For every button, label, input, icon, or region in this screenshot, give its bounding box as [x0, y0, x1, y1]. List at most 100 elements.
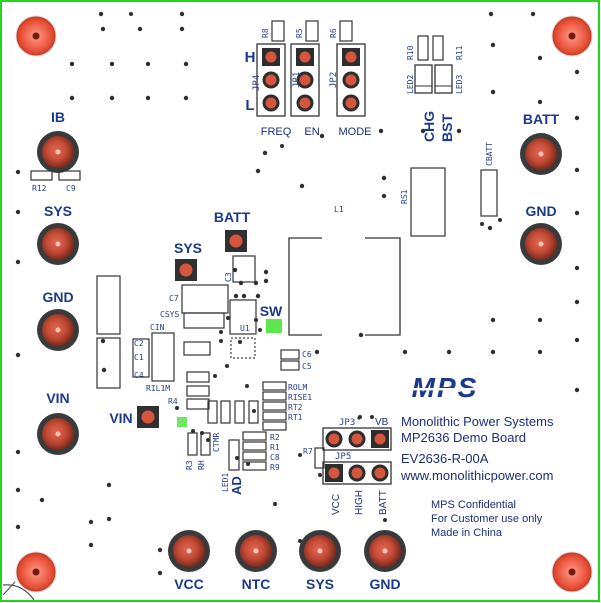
- label-ib: IB: [51, 109, 65, 125]
- label-gnd-right: GND: [525, 203, 556, 219]
- label-bst: BST: [439, 114, 455, 142]
- terminal-gnd-right[interactable]: [520, 223, 562, 265]
- terminal-batt-right[interactable]: [520, 133, 562, 175]
- website: www.monolithicpower.com: [400, 468, 553, 483]
- mounting-hole-bottom-left: [15, 551, 57, 593]
- svg-text:RISE1: RISE1: [288, 393, 312, 402]
- vias: [15, 11, 580, 576]
- svg-text:C5: C5: [302, 362, 312, 371]
- label-jp4: JP4: [252, 75, 262, 91]
- svg-text:C9: C9: [66, 184, 76, 193]
- label-batt-mid: BATT: [214, 209, 251, 225]
- u1-footprint: [230, 337, 256, 359]
- testpoint-sys[interactable]: [175, 259, 197, 281]
- label-vcc-jp5: VCC: [331, 494, 342, 515]
- svg-text:LED1: LED1: [221, 473, 230, 492]
- svg-text:CSYS: CSYS: [160, 310, 179, 319]
- svg-text:R8: R8: [261, 28, 270, 38]
- inductor-l1-outline: [288, 237, 401, 336]
- svg-text:R9: R9: [270, 463, 280, 472]
- svg-text:C7: C7: [169, 294, 179, 303]
- jumper-block-top: [256, 20, 366, 117]
- terminal-ib[interactable]: [37, 131, 79, 173]
- svg-text:CTMR: CTMR: [212, 433, 221, 452]
- terminal-gnd-bottom[interactable]: [364, 530, 406, 572]
- led-block-top: [414, 35, 453, 94]
- label-h: H: [245, 49, 256, 66]
- label-ad: AD: [229, 476, 244, 495]
- svg-text:C6: C6: [302, 350, 312, 359]
- label-sys-bottom: SYS: [306, 576, 334, 592]
- testpoint-vin[interactable]: [137, 406, 159, 428]
- svg-text:R7: R7: [303, 447, 313, 456]
- svg-text:RT1: RT1: [288, 413, 303, 422]
- svg-text:C1: C1: [134, 353, 144, 362]
- terminal-sys-left[interactable]: [37, 223, 79, 265]
- svg-text:R11: R11: [455, 45, 464, 60]
- label-freq: FREQ: [261, 126, 292, 138]
- mounting-hole-bottom-right: [551, 551, 593, 593]
- jp5-housing: [322, 461, 392, 485]
- svg-text:CBATT: CBATT: [485, 142, 494, 166]
- terminal-vin-left[interactable]: [37, 413, 79, 455]
- label-batt-jp5: BATT: [378, 490, 389, 515]
- label-vin-left: VIN: [46, 390, 69, 406]
- label-vin-mid: VIN: [109, 410, 132, 426]
- silkscreen-labels: IB SYS GND VIN BATT GND BATT SYS VIN SW …: [32, 28, 560, 592]
- svg-text:R3: R3: [185, 460, 194, 470]
- svg-text:RT2: RT2: [288, 403, 303, 412]
- terminal-sys-bottom[interactable]: [299, 530, 341, 572]
- svg-text:R5: R5: [295, 28, 304, 38]
- testpoint-batt[interactable]: [225, 230, 247, 252]
- mps-logo: MPS: [401, 372, 490, 403]
- terminal-gnd-left[interactable]: [37, 309, 79, 351]
- jp3-housing: [322, 427, 392, 451]
- svg-text:R10: R10: [406, 45, 415, 60]
- label-ntc-bottom: NTC: [242, 576, 271, 592]
- product-name: MP2636 Demo Board: [401, 430, 526, 445]
- svg-text:R1: R1: [270, 443, 280, 452]
- label-mode: MODE: [339, 126, 372, 138]
- company-name: Monolithic Power Systems: [401, 414, 554, 429]
- green-pad: [177, 417, 187, 427]
- svg-text:R12: R12: [32, 184, 47, 193]
- svg-text:ROLM: ROLM: [288, 383, 307, 392]
- mounting-hole-top-right: [551, 15, 593, 57]
- svg-text:R6: R6: [329, 28, 338, 38]
- svg-text:RH: RH: [197, 460, 206, 470]
- label-vb: VB: [375, 417, 389, 428]
- label-vcc-bottom: VCC: [174, 576, 204, 592]
- svg-text:C4: C4: [134, 371, 144, 380]
- mounting-hole-top-left: [15, 15, 57, 57]
- svg-text:LED2: LED2: [406, 75, 415, 94]
- label-sw: SW: [260, 303, 283, 319]
- svg-text:RS1: RS1: [400, 189, 409, 204]
- label-jp1: JP1: [292, 72, 302, 88]
- svg-text:R4: R4: [168, 397, 178, 406]
- label-jp2: JP2: [329, 72, 339, 88]
- corner-mark: [2, 584, 35, 601]
- terminal-vcc-bottom[interactable]: [168, 530, 210, 572]
- label-batt-right: BATT: [523, 111, 560, 127]
- notice-line-2: For Customer use only: [431, 513, 543, 525]
- notice-line-1: MPS Confidential: [431, 499, 516, 511]
- svg-text:L1: L1: [334, 205, 344, 214]
- svg-text:C3: C3: [224, 272, 233, 282]
- label-high: HIGH: [354, 490, 365, 515]
- testpoint-sw[interactable]: [266, 319, 282, 333]
- svg-text:C8: C8: [270, 453, 280, 462]
- svg-text:MPS: MPS: [412, 372, 479, 403]
- part-number: EV2636-R-00A: [401, 451, 489, 466]
- label-sys-left: SYS: [44, 203, 72, 219]
- svg-text:LED3: LED3: [455, 75, 464, 94]
- label-jp3: JP3: [339, 418, 355, 428]
- terminal-ntc-bottom[interactable]: [235, 530, 277, 572]
- notice-line-3: Made in China: [431, 527, 503, 539]
- label-gnd-left: GND: [42, 289, 73, 305]
- label-sys-mid: SYS: [174, 240, 202, 256]
- svg-text:CIN: CIN: [150, 323, 165, 332]
- smd-outlines: [30, 167, 498, 471]
- label-l: L: [245, 97, 254, 114]
